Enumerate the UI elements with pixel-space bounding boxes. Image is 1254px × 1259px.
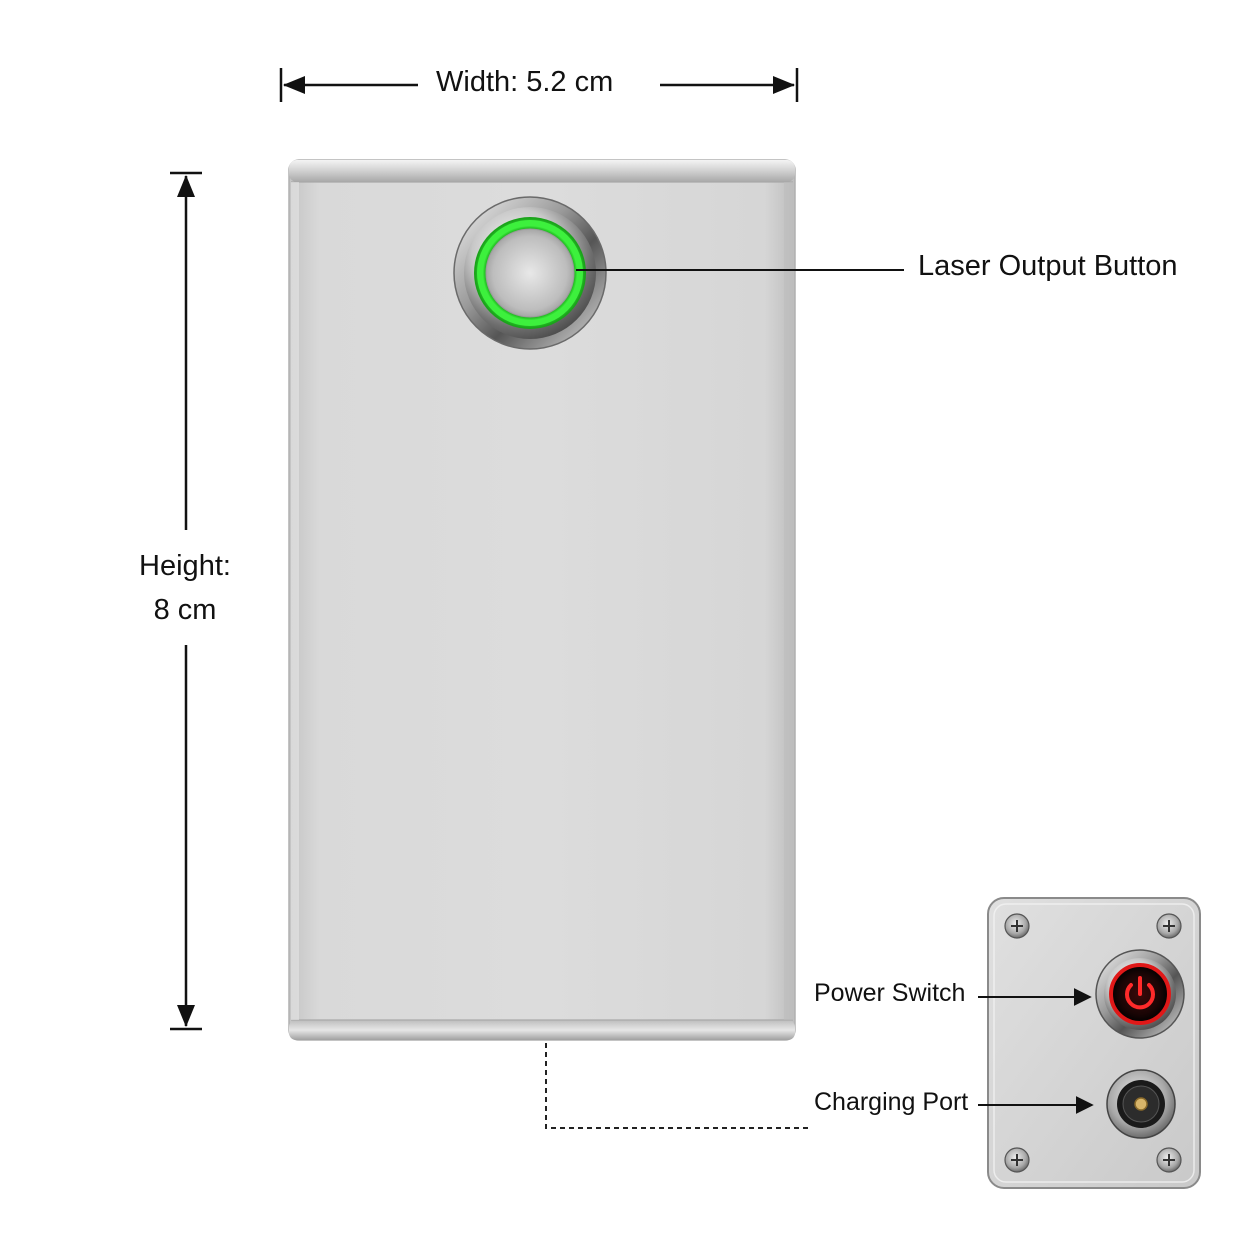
phillips-screw-icon bbox=[1156, 1147, 1182, 1173]
width-dimension bbox=[279, 68, 799, 102]
charging-port[interactable] bbox=[1106, 1069, 1176, 1139]
charging-port-label: Charging Port bbox=[814, 1088, 969, 1116]
inset-connector bbox=[545, 1043, 810, 1129]
height-dimension bbox=[170, 171, 202, 1031]
power-switch-label: Power Switch bbox=[814, 979, 966, 1007]
power-switch[interactable] bbox=[1095, 949, 1185, 1039]
phillips-screw-icon bbox=[1156, 913, 1182, 939]
laser-output-button-label: Laser Output Button bbox=[918, 250, 1178, 282]
phillips-screw-icon bbox=[1004, 1147, 1030, 1173]
height-label-line1: Height: bbox=[139, 550, 231, 582]
height-label-line2: 8 cm bbox=[153, 594, 217, 626]
laser-output-button[interactable] bbox=[453, 196, 607, 350]
device-body bbox=[288, 159, 796, 1041]
height-label: Height: 8 cm bbox=[120, 544, 250, 632]
side-panel-inset bbox=[987, 897, 1201, 1189]
power-icon bbox=[1125, 976, 1155, 1010]
width-label: Width: 5.2 cm bbox=[436, 66, 614, 98]
dc-jack-icon bbox=[1134, 1097, 1148, 1111]
phillips-screw-icon bbox=[1004, 913, 1030, 939]
